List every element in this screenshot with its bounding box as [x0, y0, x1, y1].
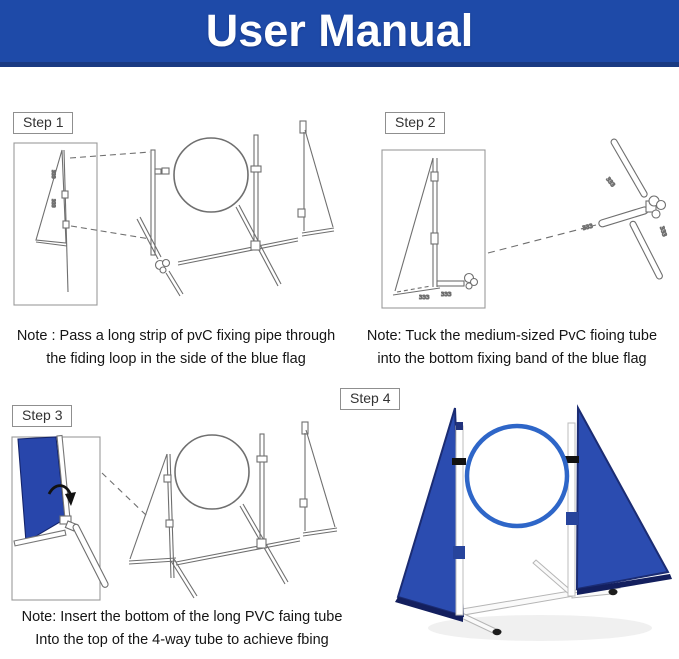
- base-end-cap: [492, 628, 502, 636]
- step-1-label: Step 1: [13, 112, 74, 134]
- step-1-detail-box: [13, 142, 98, 306]
- pvc-pipe-sketch: [150, 149, 156, 256]
- bottom-tube-sketch: [629, 220, 663, 280]
- medium-tube-sketch: [598, 206, 649, 228]
- svg-text:333: 333: [50, 170, 56, 179]
- assembled-frame-sketch: [128, 421, 338, 599]
- step-4-label: Step 4: [340, 388, 401, 410]
- upright-pole-left: [452, 422, 466, 616]
- step-3-label-text: Step 3: [22, 407, 63, 423]
- step-1-label-text: Step 1: [23, 114, 64, 130]
- corner-tube-sketch: [136, 216, 184, 297]
- step-4-product-image: [395, 404, 672, 641]
- svg-text:333: 333: [658, 226, 667, 238]
- step-2-note: Note: Tuck the medium-sized PvC fioing t…: [366, 328, 658, 367]
- hoop-sketch: [173, 137, 249, 213]
- header-banner: User Manual: [0, 0, 679, 67]
- guide-dashed-line: [70, 225, 151, 240]
- step-2-label-text: Step 2: [395, 114, 436, 130]
- center-pole-sketch: [250, 134, 262, 246]
- flag-with-bottom-tube-sketch: 333 333: [392, 157, 479, 302]
- svg-text:333: 333: [582, 223, 594, 231]
- blue-flag-right: [575, 404, 672, 595]
- step-2-detail-box: [381, 149, 486, 309]
- step-3-illustration: [11, 421, 338, 601]
- flag-panel-right-sketch: [297, 120, 335, 237]
- cross-base-sketch: [177, 204, 299, 287]
- blue-flag-closeup: [13, 434, 109, 588]
- step-4-label-text: Step 4: [350, 390, 391, 406]
- guide-dashed-line: [487, 224, 597, 254]
- svg-text:333: 333: [441, 292, 452, 298]
- guide-dashed-line: [69, 151, 151, 159]
- page-title: User Manual: [205, 5, 474, 56]
- long-tube-sketch: [72, 523, 109, 588]
- top-tube-sketch: [610, 138, 648, 198]
- step-1-illustration: 333 333: [13, 120, 335, 306]
- hoop-sketch: [174, 434, 250, 510]
- upright-pole-right: [565, 422, 579, 597]
- four-way-connector-sketch: [645, 195, 667, 219]
- rotation-arrow-icon: [47, 484, 76, 506]
- svg-text:333: 333: [50, 199, 56, 208]
- blue-hoop: [464, 423, 570, 529]
- step-3-note: Note: Insert the bottom of the long PVC …: [21, 609, 343, 648]
- flag-panel-left-sketch: 333 333: [35, 149, 70, 293]
- blue-flag-left: [395, 407, 465, 622]
- svg-text:333: 333: [604, 177, 615, 189]
- step-2-label: Step 2: [385, 112, 446, 134]
- step-3-label: Step 3: [12, 405, 73, 427]
- step-2-illustration: 333 333 333 333: [381, 138, 668, 309]
- step-1-note: Note : Pass a long strip of pvC fixing p…: [16, 328, 336, 367]
- ground-shadow: [428, 615, 652, 641]
- svg-text:333: 333: [419, 295, 430, 301]
- base-end-cap: [608, 588, 618, 596]
- guide-dashed-line: [101, 472, 149, 518]
